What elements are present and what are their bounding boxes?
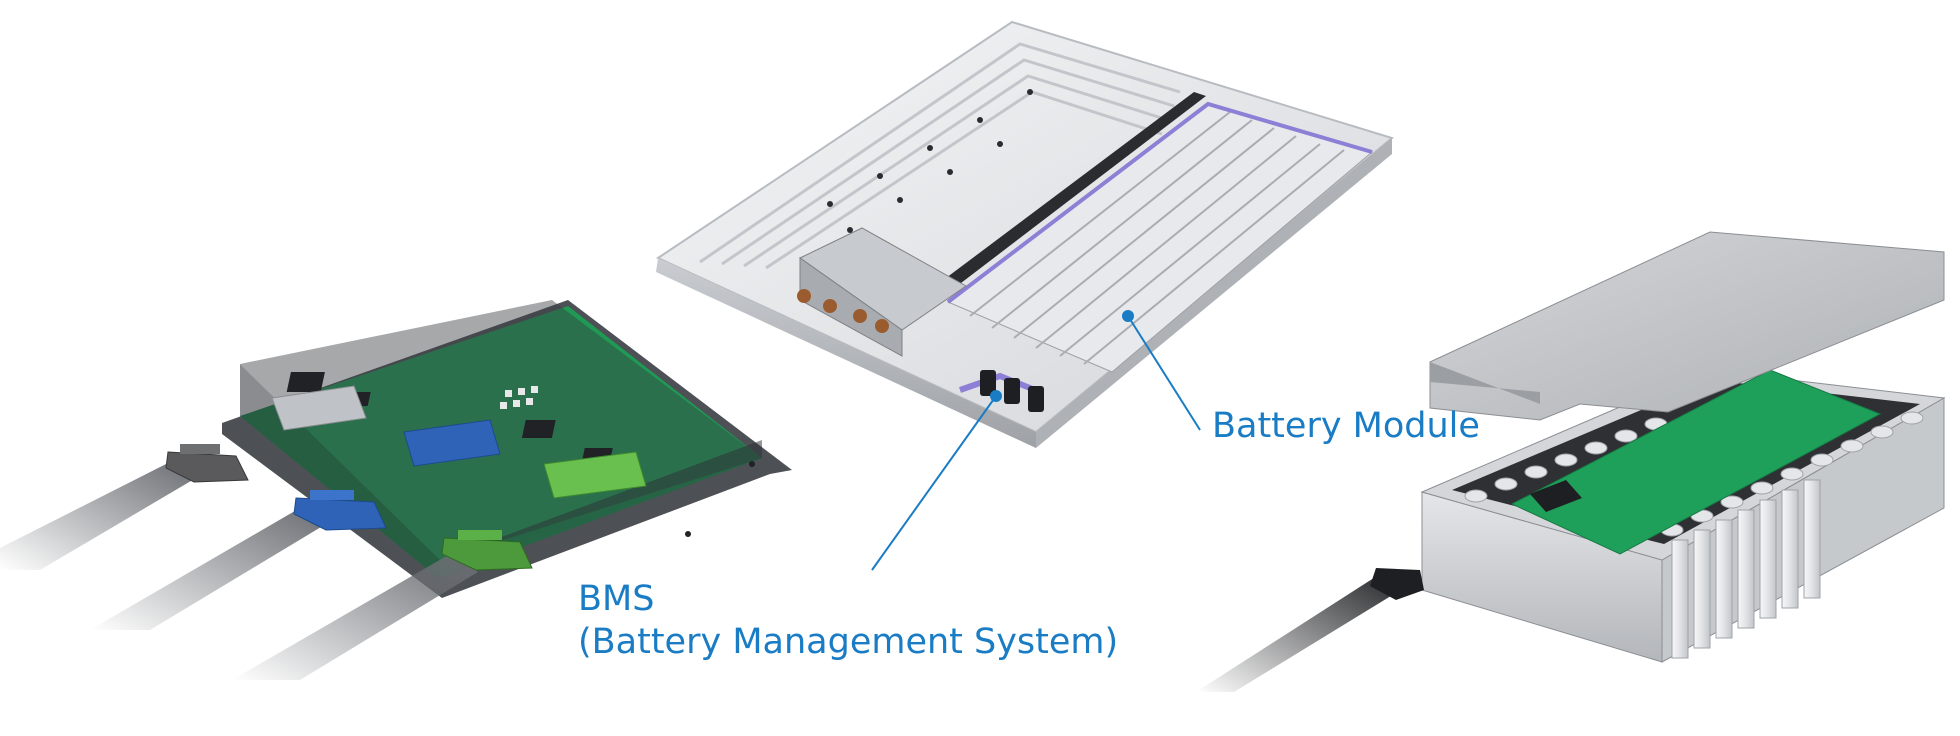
- battery-pack-tray-illustration: [655, 20, 1395, 448]
- bms-label-abbr: BMS: [578, 579, 655, 619]
- bms-leader-line: [871, 395, 997, 571]
- callout-leaders: [871, 310, 1201, 571]
- battery-module-leader-dot: [1122, 310, 1134, 322]
- battery-module-leader-line: [1127, 315, 1201, 431]
- battery-module-illustration: [1196, 231, 1946, 692]
- bms-label: BMS (Battery Management System): [578, 578, 1118, 663]
- wire-harness-connector-icon: [165, 444, 533, 571]
- bms-wire-harnesses: [0, 462, 478, 680]
- battery-module-label: Battery Module: [1212, 406, 1480, 446]
- bms-label-full: (Battery Management System): [578, 621, 1119, 662]
- bms-leader-dot: [990, 390, 1002, 402]
